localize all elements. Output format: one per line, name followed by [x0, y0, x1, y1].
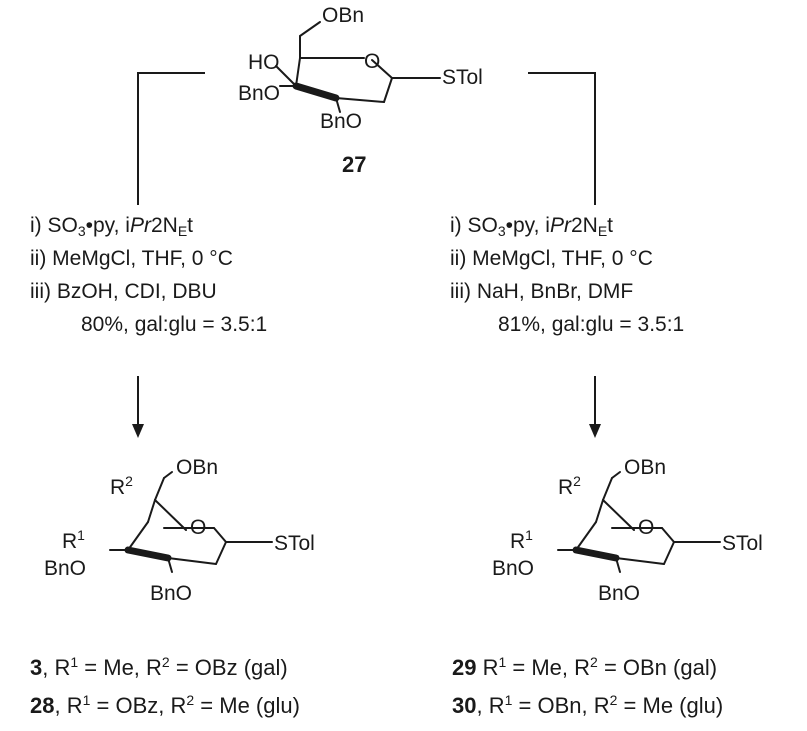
label-bno-2: BnO — [150, 582, 192, 605]
ring-oxygen-label: O — [364, 50, 380, 73]
bond — [335, 97, 385, 103]
right-condition-yield: 81%, gal:glu = 3.5:1 — [498, 313, 685, 336]
label-stol: STol — [442, 66, 483, 89]
label-r2: R2 — [110, 473, 133, 499]
left-reaction-conditions: i) SO3•py, iPr2NEt ii) MeMgCl, THF, 0 °C… — [30, 213, 267, 345]
compound-number-27: 27 — [342, 152, 367, 177]
bond — [147, 499, 156, 523]
arrows — [132, 376, 601, 438]
bond — [602, 499, 635, 531]
compound-30-description: 30, R1 = OBn, R2 = Me (glu) — [452, 692, 724, 718]
wedge-bond — [572, 546, 620, 562]
bond — [213, 527, 227, 543]
left-branch-line — [137, 72, 205, 205]
left-condition-step-3: iii) BzOH, CDI, DBU — [30, 280, 217, 303]
right-branch-line — [528, 72, 596, 205]
right-product-structure — [557, 471, 721, 573]
wedge-bond — [292, 82, 340, 102]
right-arrow-head — [589, 424, 601, 438]
bond — [371, 59, 393, 79]
label-stol: STol — [722, 532, 763, 555]
label-stol: STol — [274, 532, 315, 555]
branch-lines — [137, 72, 596, 205]
bond — [163, 471, 173, 479]
bond — [611, 471, 621, 479]
label-r1: R1 — [510, 527, 533, 553]
bond — [275, 65, 297, 87]
starting-material-structure — [275, 21, 441, 113]
label-r1: R1 — [62, 527, 85, 553]
left-arrow-head — [132, 424, 144, 438]
compound-28-description: 28, R1 = OBz, R2 = Me (glu) — [30, 692, 300, 718]
label-r2: R2 — [558, 473, 581, 499]
bond — [575, 521, 597, 551]
label-bno-3: BnO — [238, 82, 280, 105]
bond — [299, 21, 321, 37]
label-obn: OBn — [624, 456, 666, 479]
right-condition-step-3: iii) NaH, BnBr, DMF — [450, 280, 634, 303]
label-obn: OBn — [176, 456, 218, 479]
bond — [154, 477, 165, 501]
compound-3-description: 3, R1 = Me, R2 = OBz (gal) — [30, 654, 288, 680]
right-condition-step-1: i) SO3•py, iPr2NEt — [450, 214, 613, 239]
left-condition-step-2: ii) MeMgCl, THF, 0 °C — [30, 247, 233, 270]
bond — [127, 521, 149, 551]
left-product-structure — [109, 471, 273, 573]
bond — [335, 97, 341, 113]
wedge-bond — [124, 546, 172, 562]
bond — [602, 477, 613, 501]
bond — [661, 527, 675, 543]
label-bno-3: BnO — [44, 557, 86, 580]
bond — [615, 557, 665, 565]
label-bno-2: BnO — [320, 110, 362, 133]
label-bno-3: BnO — [492, 557, 534, 580]
left-condition-step-1: i) SO3•py, iPr2NEt — [30, 214, 193, 239]
right-reaction-conditions: i) SO3•py, iPr2NEt ii) MeMgCl, THF, 0 °C… — [450, 213, 684, 345]
label-bno-2: BnO — [598, 582, 640, 605]
compound-29-description: 29 R1 = Me, R2 = OBn (gal) — [452, 654, 718, 680]
bond — [167, 557, 217, 565]
bond — [295, 57, 301, 87]
bond — [615, 557, 621, 573]
bond — [663, 541, 675, 565]
bond — [154, 499, 187, 531]
label-obn: OBn — [322, 4, 364, 27]
right-condition-step-2: ii) MeMgCl, THF, 0 °C — [450, 247, 653, 270]
label-ho: HO — [248, 51, 280, 74]
bond — [167, 557, 173, 573]
bond — [215, 541, 227, 565]
left-condition-yield: 80%, gal:glu = 3.5:1 — [81, 313, 268, 336]
ring-oxygen-label: O — [638, 516, 654, 539]
bond — [595, 499, 604, 523]
ring-oxygen-label: O — [190, 516, 206, 539]
bond — [383, 77, 393, 103]
